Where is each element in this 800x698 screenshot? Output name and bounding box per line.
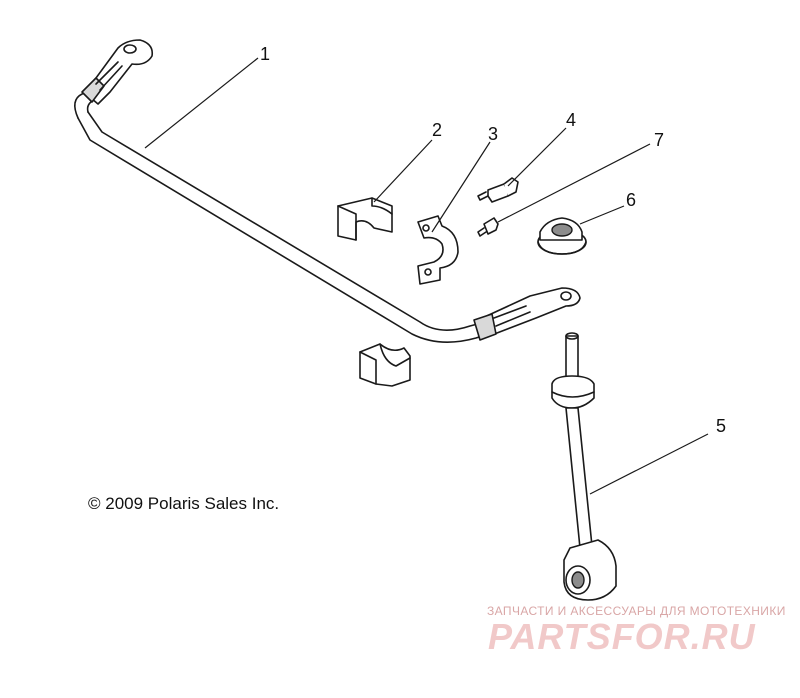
callout-5: 5 <box>716 416 726 436</box>
leader-7 <box>497 143 651 223</box>
callout-7: 7 <box>654 130 664 150</box>
callout-4: 4 <box>566 110 576 130</box>
leader-3 <box>431 141 491 233</box>
callout-2: 2 <box>432 120 442 140</box>
watermark-logo: PARTSFOR.RU <box>488 616 756 657</box>
callout-6: 6 <box>626 190 636 210</box>
bushing-lower[interactable] <box>359 343 411 387</box>
leader-1 <box>144 57 259 149</box>
callout-1: 1 <box>260 44 270 64</box>
watermark-tagline: ЗАПЧАСТИ И АКСЕССУАРЫ ДЛЯ МОТОТЕХНИКИ <box>487 604 786 618</box>
leader-2 <box>373 139 433 203</box>
copyright-notice: © 2009 Polaris Sales Inc. <box>88 494 280 513</box>
callout-3: 3 <box>488 124 498 144</box>
stabilizer-bar[interactable] <box>74 39 581 343</box>
leader-5 <box>589 433 709 495</box>
bolt[interactable] <box>477 177 519 203</box>
bushing-upper[interactable] <box>337 197 393 241</box>
end-link[interactable] <box>551 332 617 601</box>
clamp-bracket[interactable] <box>417 215 459 285</box>
leader-4 <box>507 127 567 187</box>
leader-6 <box>579 205 625 225</box>
stud[interactable] <box>477 217 499 237</box>
grommet[interactable] <box>537 217 587 255</box>
